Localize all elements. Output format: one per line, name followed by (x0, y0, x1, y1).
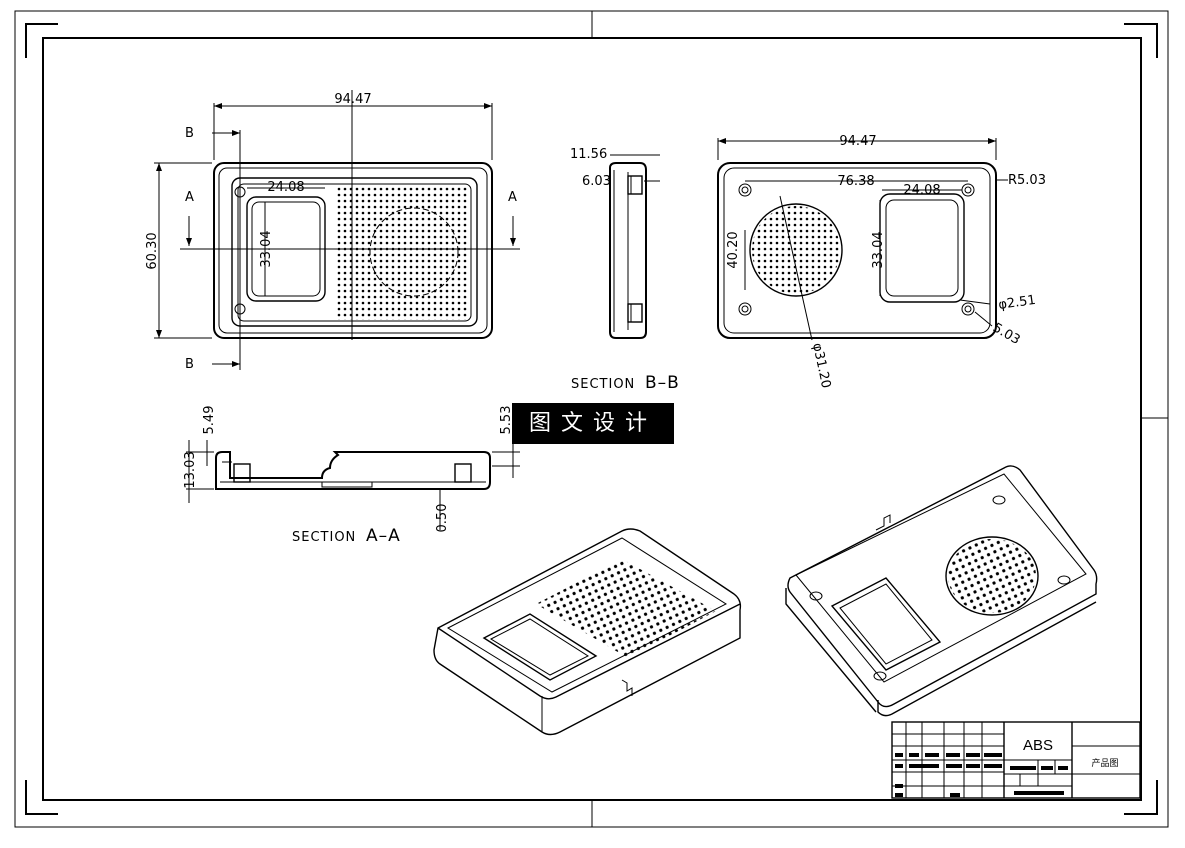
bottom-span-dimension: 76.38 (837, 174, 874, 189)
bottom-corner-dimension: 5.03 (990, 320, 1023, 347)
section-a-marker-right: A (508, 190, 517, 205)
section-aa-suffix: A–A (366, 526, 401, 546)
iso-view-top (433, 528, 742, 736)
bottom-width-dimension: 94.47 (839, 134, 876, 149)
material-label: ABS (1022, 737, 1053, 754)
bottom-speaker-diameter-dimension: φ31.20 (809, 342, 833, 390)
speaker-grille (336, 184, 469, 320)
section-a-right-dimension: 5.53 (499, 406, 514, 435)
side-top-dimension: 11.56 (570, 147, 607, 162)
watermark-label: 图文设计 (512, 403, 674, 444)
section-b-marker-top: B (185, 126, 194, 141)
top-height-dimension: 60.30 (145, 232, 160, 269)
section-a-marker-left: A (185, 190, 194, 205)
bottom-window-height-dimension: 33.04 (871, 231, 886, 268)
top-view (154, 90, 520, 370)
sheet-frame (14, 10, 1169, 828)
section-aa-prefix: SECTION (292, 530, 356, 545)
top-window-width-dimension: 24.08 (267, 180, 304, 195)
section-aa-view (186, 440, 520, 530)
bottom-view (717, 138, 1008, 341)
top-width-dimension: 94.47 (334, 92, 371, 107)
section-a-bottom-dimension: 0.50 (435, 504, 450, 533)
section-a-top-dimension: 5.49 (202, 406, 217, 435)
section-bb-suffix: B–B (645, 373, 680, 393)
side-lip-dimension: 6.03 (582, 174, 611, 189)
bottom-speaker-grille (752, 206, 840, 294)
title-block (891, 721, 1141, 799)
iso-view-bottom (785, 465, 1098, 717)
part-name-label: 产品图 (1091, 759, 1119, 769)
bottom-window-width-dimension: 24.08 (903, 183, 940, 198)
bottom-speaker-height-dimension: 40.20 (726, 231, 741, 268)
top-window-height-dimension: 33.04 (259, 230, 274, 267)
section-bb-prefix: SECTION (571, 377, 635, 392)
section-a-total-dimension: 13.03 (183, 451, 198, 488)
bottom-hole-dimension: φ2.51 (997, 293, 1036, 313)
section-b-marker-bottom: B (185, 357, 194, 372)
section-bb-view (609, 154, 660, 339)
bottom-radius-dimension: R5.03 (1008, 173, 1046, 188)
